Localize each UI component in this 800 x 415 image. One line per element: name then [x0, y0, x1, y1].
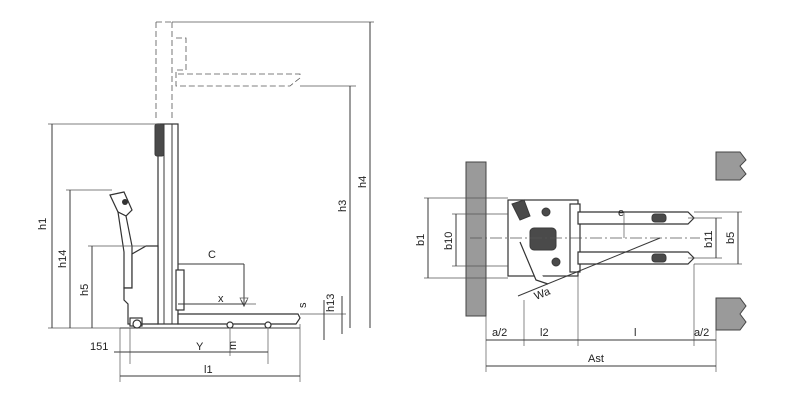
dim-b11: b11	[703, 230, 715, 248]
forks	[120, 313, 301, 329]
mast	[154, 123, 185, 325]
dim-151: 151	[90, 341, 108, 353]
dim-h14: h14	[57, 250, 69, 268]
dim-Ast: Ast	[588, 353, 604, 365]
pallet-bottom-right	[715, 297, 747, 331]
dim-Y: Y	[196, 341, 204, 353]
dim-e: e	[618, 207, 624, 219]
raised-mast-outline	[155, 21, 301, 120]
dim-m: m	[227, 341, 239, 350]
dim-l2: l2	[540, 327, 549, 339]
dim-s: s	[297, 302, 309, 308]
left-wall	[465, 161, 487, 317]
dim-C: C	[208, 249, 216, 261]
dim-h4: h4	[357, 176, 369, 188]
top-view: Wa e b1 b10 b11 b5 a/2 l2 l a/2	[415, 151, 747, 372]
dim-l: l	[634, 327, 636, 339]
dim-h1: h1	[37, 218, 49, 230]
dim-h5: h5	[79, 284, 91, 296]
dim-a2-left: a/2	[492, 327, 507, 339]
side-view: h1 h14 h5 h3 h4 h13 s C x m	[37, 21, 374, 382]
tiller-handle	[109, 191, 133, 289]
dim-l1: l1	[204, 364, 213, 376]
pallet-top-right	[715, 151, 747, 181]
dim-a2-right: a/2	[694, 327, 709, 339]
dim-h3: h3	[337, 200, 349, 212]
dim-Wa: Wa	[533, 285, 553, 302]
dim-b1: b1	[415, 234, 427, 246]
truck-body-top	[507, 199, 581, 285]
load-center-marker	[178, 263, 256, 306]
dim-h13: h13	[325, 294, 337, 312]
dim-b10: b10	[443, 232, 455, 250]
dim-x: x	[218, 293, 224, 305]
dim-b5: b5	[725, 232, 737, 244]
forks-top	[577, 211, 695, 265]
